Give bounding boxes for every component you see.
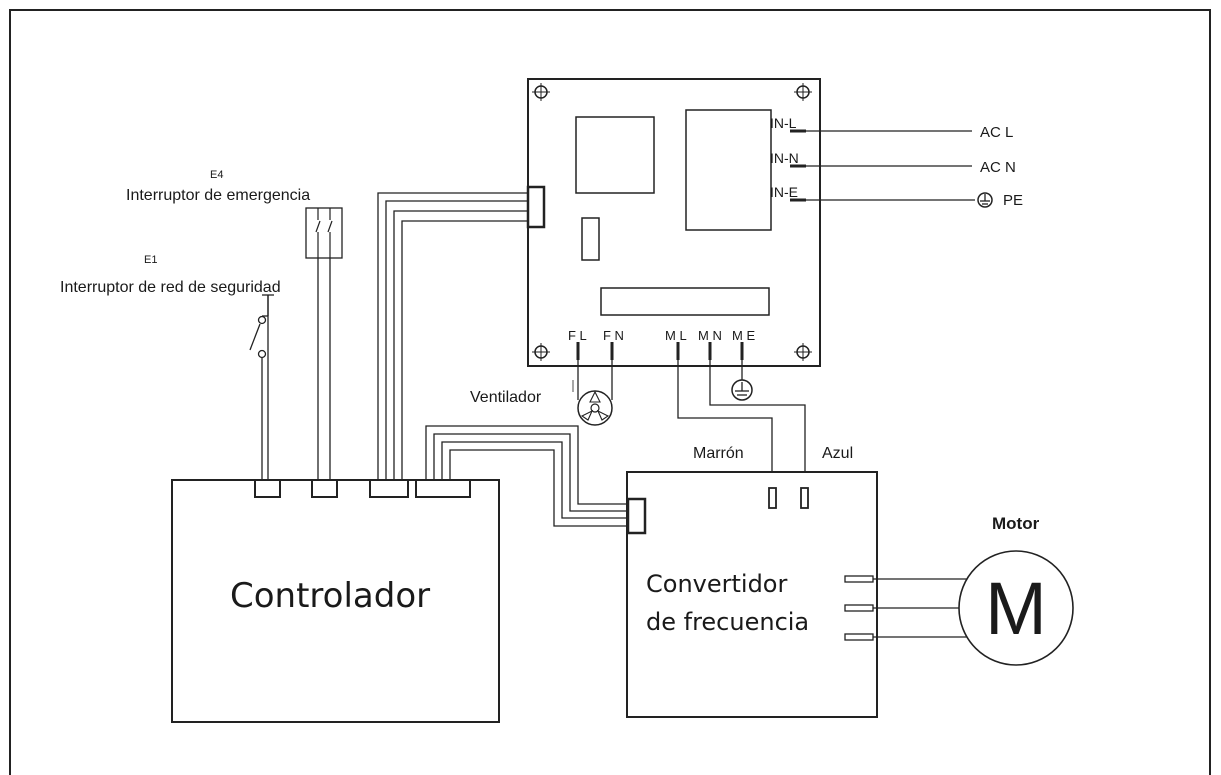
terminal-fn: F N — [603, 328, 624, 343]
mounting-hole-icon — [794, 343, 812, 361]
controller-port — [415, 479, 471, 498]
ground-icon — [731, 360, 753, 401]
motor-title: Motor — [992, 514, 1040, 533]
terminal-mn: M N — [698, 328, 722, 343]
converter-label-line1: Convertidor — [646, 570, 787, 598]
converter-output-terminal — [844, 604, 874, 612]
mounting-hole-icon — [532, 343, 550, 361]
board-component — [575, 116, 655, 194]
terminal-fl: F L — [568, 328, 587, 343]
fan-label: Ventilador — [470, 389, 542, 406]
mounting-hole-icon — [794, 83, 812, 101]
frequency-converter-box — [626, 471, 878, 718]
outer-frame — [9, 9, 1211, 775]
motor-symbol: M — [985, 567, 1047, 650]
blue-wire-label: Azul — [822, 445, 853, 462]
converter-terminal — [768, 487, 777, 509]
controller-converter-ribbon — [425, 425, 628, 527]
controller-box — [171, 479, 500, 723]
e1-label: Interruptor de red de seguridad — [60, 279, 281, 296]
safety-switch-icon — [249, 295, 269, 480]
terminal-ml: M L — [665, 328, 687, 343]
converter-output-terminal — [844, 633, 874, 641]
board-connector — [526, 185, 546, 229]
terminal-in-n: IN-N — [770, 150, 799, 166]
motor-supply-wires — [677, 360, 806, 490]
converter-port — [626, 497, 647, 535]
emergency-switch-icon — [305, 207, 343, 259]
converter-label-line2: de frecuencia — [646, 608, 809, 636]
ac-n-label: AC N — [980, 159, 1016, 176]
converter-terminal — [800, 487, 809, 509]
converter-output-terminal — [844, 575, 874, 583]
terminal-in-e: IN-E — [770, 184, 798, 200]
e4-code: E4 — [210, 169, 223, 181]
ac-input-wires — [806, 130, 975, 201]
terminal-me: M E — [732, 328, 755, 343]
controller-label: Controlador — [230, 576, 430, 616]
e1-code: E1 — [144, 254, 157, 266]
controller-port — [369, 479, 409, 498]
motor-icon — [958, 550, 1074, 666]
controller-port — [254, 479, 281, 498]
controller-port — [311, 479, 338, 498]
board-terminal-strip — [600, 287, 770, 316]
brown-wire-label: Marrón — [693, 445, 744, 462]
board-component — [581, 217, 600, 261]
fan-icon — [577, 360, 613, 426]
protective-earth-icon — [977, 192, 993, 208]
board-component — [685, 109, 772, 231]
ac-l-label: AC L — [980, 124, 1013, 141]
control-board: IN-L IN-N IN-E F L F N M L M N M E — [526, 78, 821, 367]
e4-label: Interruptor de emergencia — [126, 187, 310, 204]
mounting-hole-icon — [532, 83, 550, 101]
motor-wires — [873, 578, 975, 638]
e4-wires — [317, 258, 331, 480]
board-controller-ribbon — [377, 192, 528, 480]
pe-label: PE — [1003, 192, 1023, 209]
terminal-in-l: IN-L — [770, 115, 797, 131]
